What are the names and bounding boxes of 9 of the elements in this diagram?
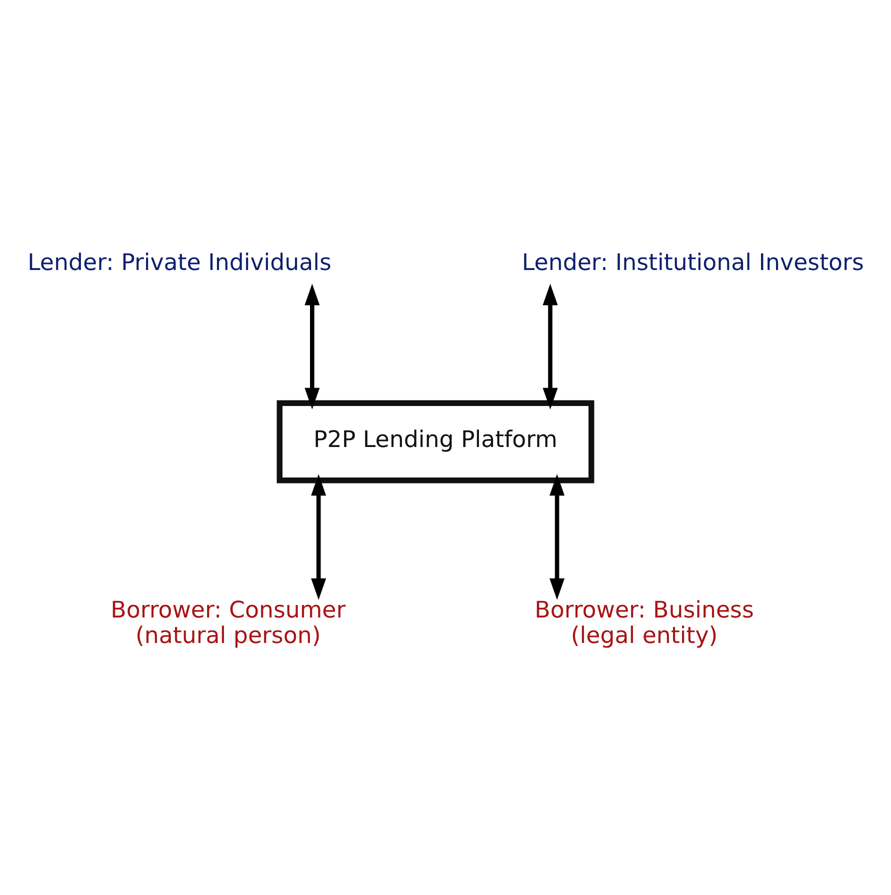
node-box: P2P Lending Platform: [276, 400, 594, 484]
node-text: Lender: Private Individuals: [28, 250, 332, 276]
node-text: Lender: Institutional Investors: [522, 250, 864, 276]
arrow: [311, 474, 326, 600]
arrow: [304, 284, 320, 410]
arrow: [542, 284, 558, 410]
node-text: Borrower: Consumer (natural person): [110, 597, 346, 650]
node-text: Borrower: Business (legal entity): [534, 597, 754, 650]
arrow: [550, 474, 565, 600]
